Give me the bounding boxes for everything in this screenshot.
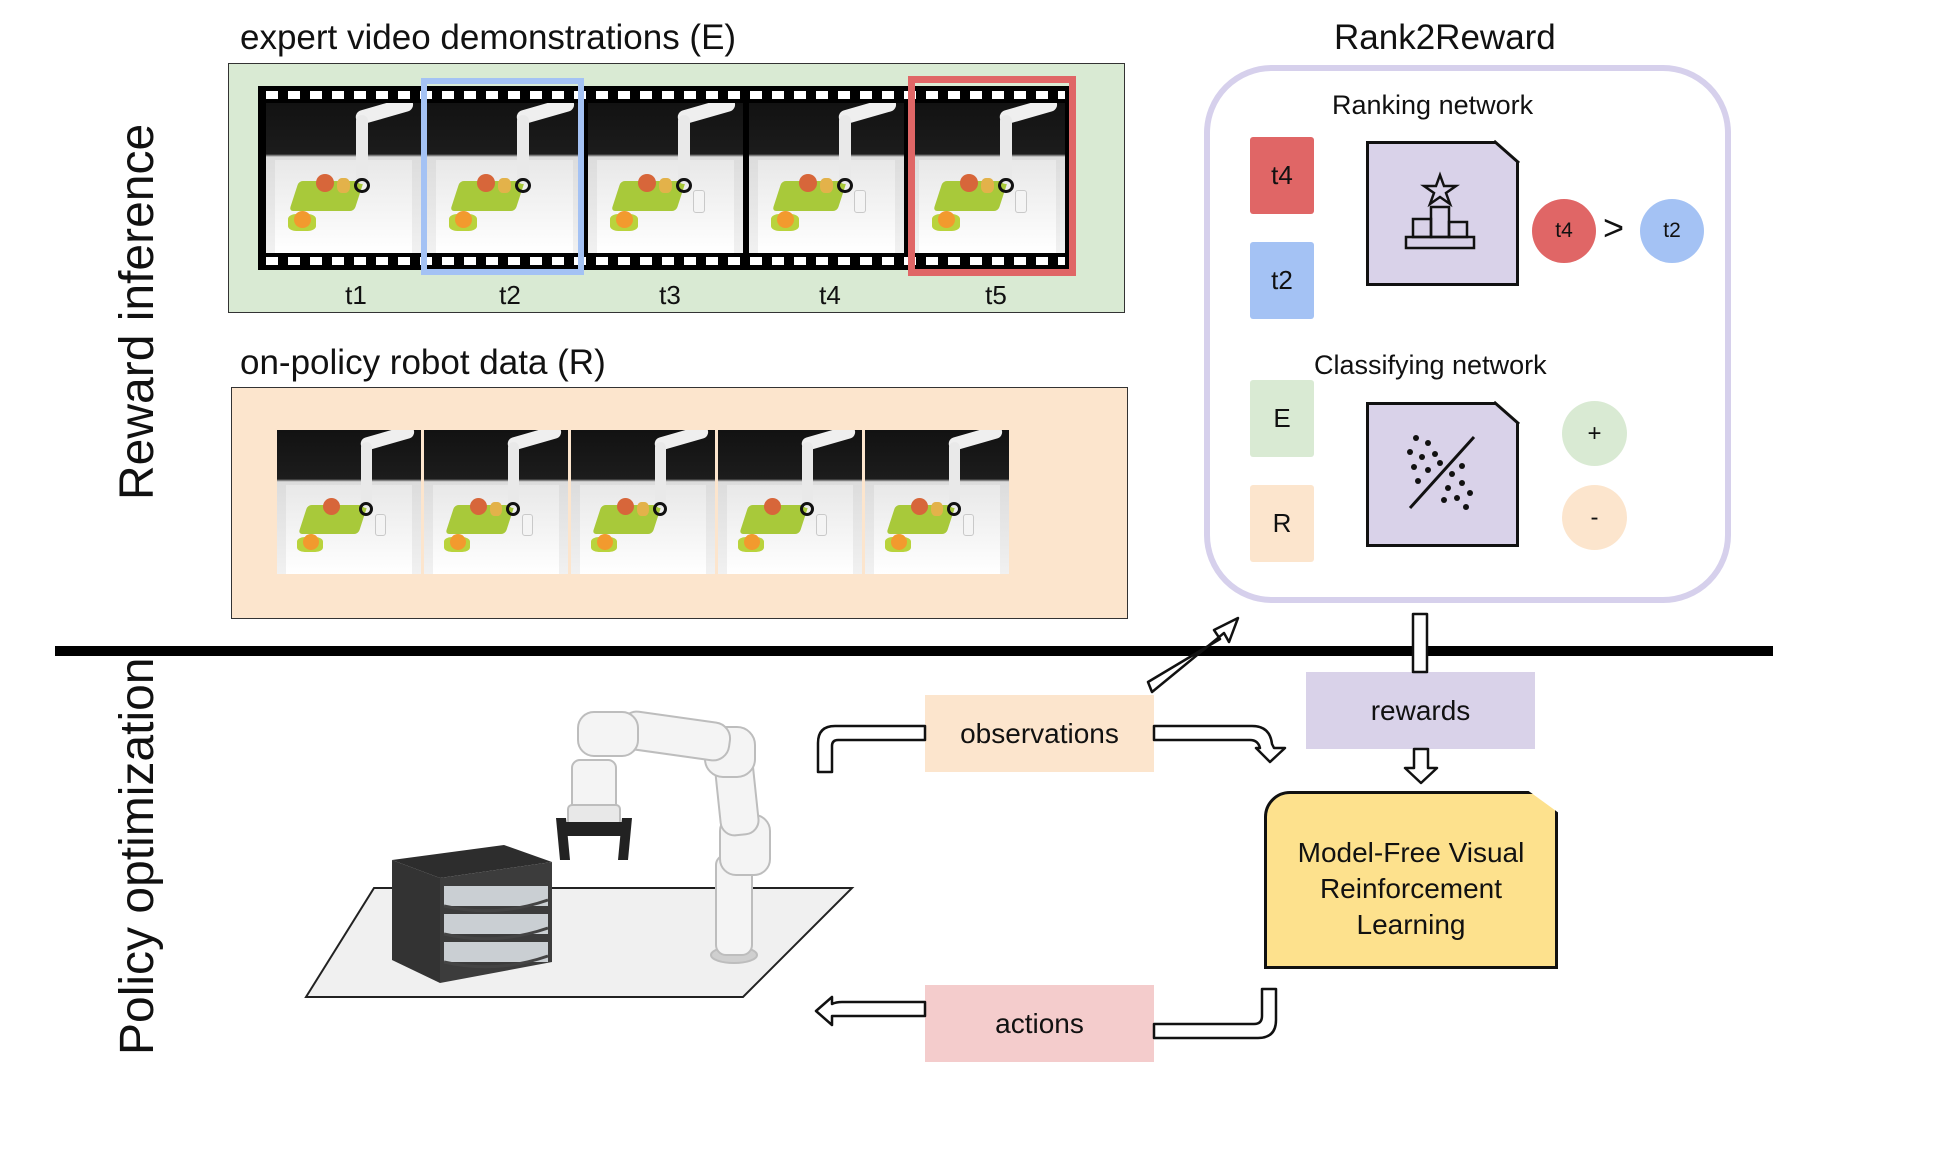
rewards-box: rewards xyxy=(1306,672,1535,749)
ranking-relation: > xyxy=(1603,207,1625,248)
tick-t3: t3 xyxy=(659,280,681,310)
robot-scene xyxy=(304,710,855,998)
rl-algorithm-box: Model-Free Visual Reinforcement Learning xyxy=(1264,791,1558,969)
robot-frame xyxy=(718,430,862,574)
classifying-output-negative: - xyxy=(1562,485,1627,550)
robot-frame xyxy=(424,430,568,574)
expert-filmstrip xyxy=(258,86,1073,270)
highlight-t5 xyxy=(908,76,1076,276)
arrow-to-rank2reward xyxy=(1146,616,1240,694)
ranking-network-title: Ranking network xyxy=(1332,90,1534,120)
arrow-observations-to-rl xyxy=(1152,724,1287,764)
tick-t2: t2 xyxy=(499,280,521,310)
highlight-t2 xyxy=(421,78,584,275)
section-divider xyxy=(55,646,1773,656)
classifying-input-e: E xyxy=(1250,380,1314,457)
tick-t5: t5 xyxy=(985,280,1007,310)
ranking-output-t4: t4 xyxy=(1532,199,1596,263)
arrow-rl-to-actions xyxy=(1152,987,1278,1040)
expert-demos-title: expert video demonstrations (E) xyxy=(240,18,737,57)
tick-t1: t1 xyxy=(345,280,367,310)
robot-frame xyxy=(571,430,715,574)
observations-box: observations xyxy=(925,695,1154,772)
expert-frame-t5 xyxy=(910,103,1065,253)
classifying-input-r: R xyxy=(1250,485,1314,562)
ranking-input-t4: t4 xyxy=(1250,137,1314,214)
arrow-rewards-to-rl xyxy=(1403,747,1439,785)
expert-frame-t1 xyxy=(266,103,421,253)
classifying-network-block xyxy=(1366,402,1519,547)
expert-frame-t2 xyxy=(427,103,582,253)
robot-data-title: on-policy robot data (R) xyxy=(240,343,606,382)
observations-left-bracket xyxy=(816,724,927,774)
expert-frame-t3 xyxy=(588,103,743,253)
ranking-network-block xyxy=(1366,141,1519,286)
ranking-input-t2: t2 xyxy=(1250,242,1314,319)
robot-data-strip xyxy=(277,430,1009,574)
robot-arm xyxy=(567,710,771,964)
classifying-output-positive: + xyxy=(1562,401,1627,466)
podium-star-icon xyxy=(1404,171,1476,250)
arrow-actions-to-robot xyxy=(814,995,927,1027)
classifying-network-title: Classifying network xyxy=(1314,350,1547,380)
robot-frame xyxy=(277,430,421,574)
arrow-rank2reward-to-rewards xyxy=(1411,612,1429,674)
drawer-unit xyxy=(392,845,552,983)
actions-box: actions xyxy=(925,985,1154,1062)
scatter-classifier-icon xyxy=(1407,435,1476,510)
tick-t4: t4 xyxy=(819,280,841,310)
robot-frame xyxy=(865,430,1009,574)
expert-frame-t4 xyxy=(749,103,904,253)
ranking-output-t2: t2 xyxy=(1640,199,1704,263)
rank2reward-title: Rank2Reward xyxy=(1334,18,1556,57)
robot-gripper xyxy=(556,818,632,860)
